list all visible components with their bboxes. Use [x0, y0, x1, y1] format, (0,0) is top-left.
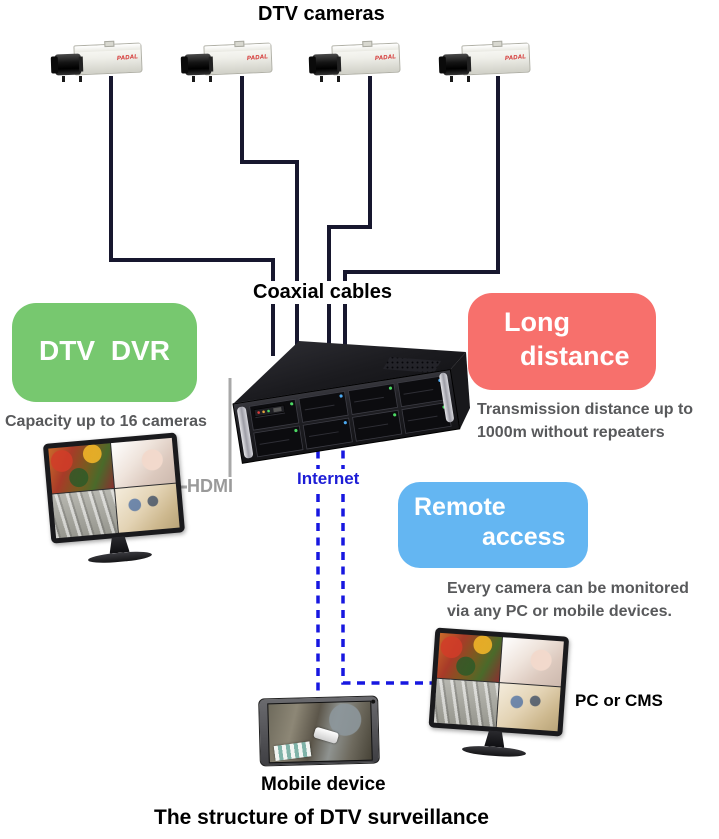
callout-long-distance-line2: distance: [520, 341, 630, 371]
camera-mount: [492, 40, 503, 48]
caption-remote-line1: Every camera can be monitored: [447, 580, 689, 597]
camera-feed-parking: [52, 488, 118, 539]
camera-body: PADAL: [331, 40, 401, 76]
callout-remote-access: Remote access: [398, 482, 588, 568]
camera-brand-logo: PADAL: [504, 54, 527, 63]
camera-lens-icon: [312, 53, 340, 76]
dvr-handle-right: [439, 372, 454, 423]
camera-brand-logo: PADAL: [116, 54, 139, 63]
monitor-stand-neck: [108, 536, 129, 554]
camera-lens-icon: [54, 53, 82, 76]
caption-transmission-line1: Transmission distance up to: [477, 401, 694, 418]
camera-mount: [362, 40, 373, 48]
mobile-device: [258, 695, 380, 767]
title-structure: The structure of DTV surveillance: [154, 806, 489, 829]
camera-feed-market: [48, 443, 114, 493]
dtv-camera-1: PADAL: [52, 40, 144, 86]
phone-camera-dot: [371, 699, 376, 704]
camera-lens-icon: [184, 53, 212, 76]
caption-remote-line2: via any PC or mobile devices.: [447, 603, 672, 620]
coax-cable-3: [327, 76, 372, 356]
label-hdmi: HDMI: [187, 476, 233, 496]
camera-feed-office: [496, 682, 561, 732]
coax-cables: [109, 76, 500, 356]
callout-long-distance: Long distance: [468, 293, 656, 390]
mobile-screen-street-feed: [267, 700, 373, 764]
camera-body: PADAL: [203, 40, 273, 76]
camera-feed-office: [114, 483, 180, 533]
dtv-camera-4: PADAL: [440, 40, 532, 86]
caption-transmission: Transmission distance up to 1000m withou…: [477, 398, 693, 444]
label-coaxial-cables: Coaxial cables: [250, 281, 395, 304]
camera-mount: [104, 40, 115, 48]
camera-pins: [450, 76, 470, 82]
coax-cable-1: [109, 76, 275, 356]
callout-dtv-dvr: DTV DVR: [12, 303, 197, 402]
caption-remote-access: Every camera can be monitored via any PC…: [447, 577, 689, 623]
coax-cable-2: [240, 76, 299, 356]
label-pc-or-cms: PC or CMS: [575, 691, 663, 710]
dvr-vent: [383, 357, 441, 373]
camera-pins: [192, 76, 212, 82]
title-dtv-cameras: DTV cameras: [258, 3, 385, 25]
caption-transmission-line2: 1000m without repeaters: [477, 424, 665, 441]
dvr-handle-left: [237, 406, 254, 459]
callout-long-distance-line1: Long: [504, 307, 570, 337]
camera-lens-icon: [442, 53, 470, 76]
street-awning: [273, 740, 312, 761]
camera-body: PADAL: [461, 40, 531, 76]
camera-feed-baby: [110, 437, 176, 488]
camera-brand-logo: PADAL: [246, 54, 269, 63]
internet-line-pc: [341, 436, 436, 685]
callout-dtv-dvr-title: DTV DVR: [39, 335, 170, 366]
caption-dvr-capacity: Capacity up to 16 cameras: [5, 413, 207, 430]
camera-brand-logo: PADAL: [374, 54, 397, 63]
dvr-front-panel: [232, 369, 461, 464]
callout-remote-access-line2: access: [482, 523, 566, 551]
street-car: [312, 726, 340, 744]
coax-cable-4: [343, 76, 500, 356]
camera-body: PADAL: [73, 40, 143, 76]
dtv-camera-2: PADAL: [182, 40, 274, 86]
monitor-pc-cms: [427, 627, 570, 760]
camera-pins: [62, 76, 82, 82]
callout-remote-access-line1: Remote: [414, 493, 506, 521]
label-internet: Internet: [295, 469, 362, 489]
label-mobile-device: Mobile device: [261, 774, 386, 795]
camera-mount: [234, 40, 245, 48]
camera-feed-parking: [433, 678, 499, 727]
camera-pins: [320, 76, 340, 82]
monitor-screen: [42, 432, 186, 544]
monitor-screen: [428, 627, 570, 737]
camera-feed-market: [437, 632, 502, 682]
dtv-camera-3: PADAL: [310, 40, 402, 86]
monitor-main-display: [42, 432, 187, 567]
camera-feed-baby: [499, 637, 564, 686]
monitor-stand-neck: [484, 730, 505, 747]
dvr-unit: [232, 341, 470, 464]
